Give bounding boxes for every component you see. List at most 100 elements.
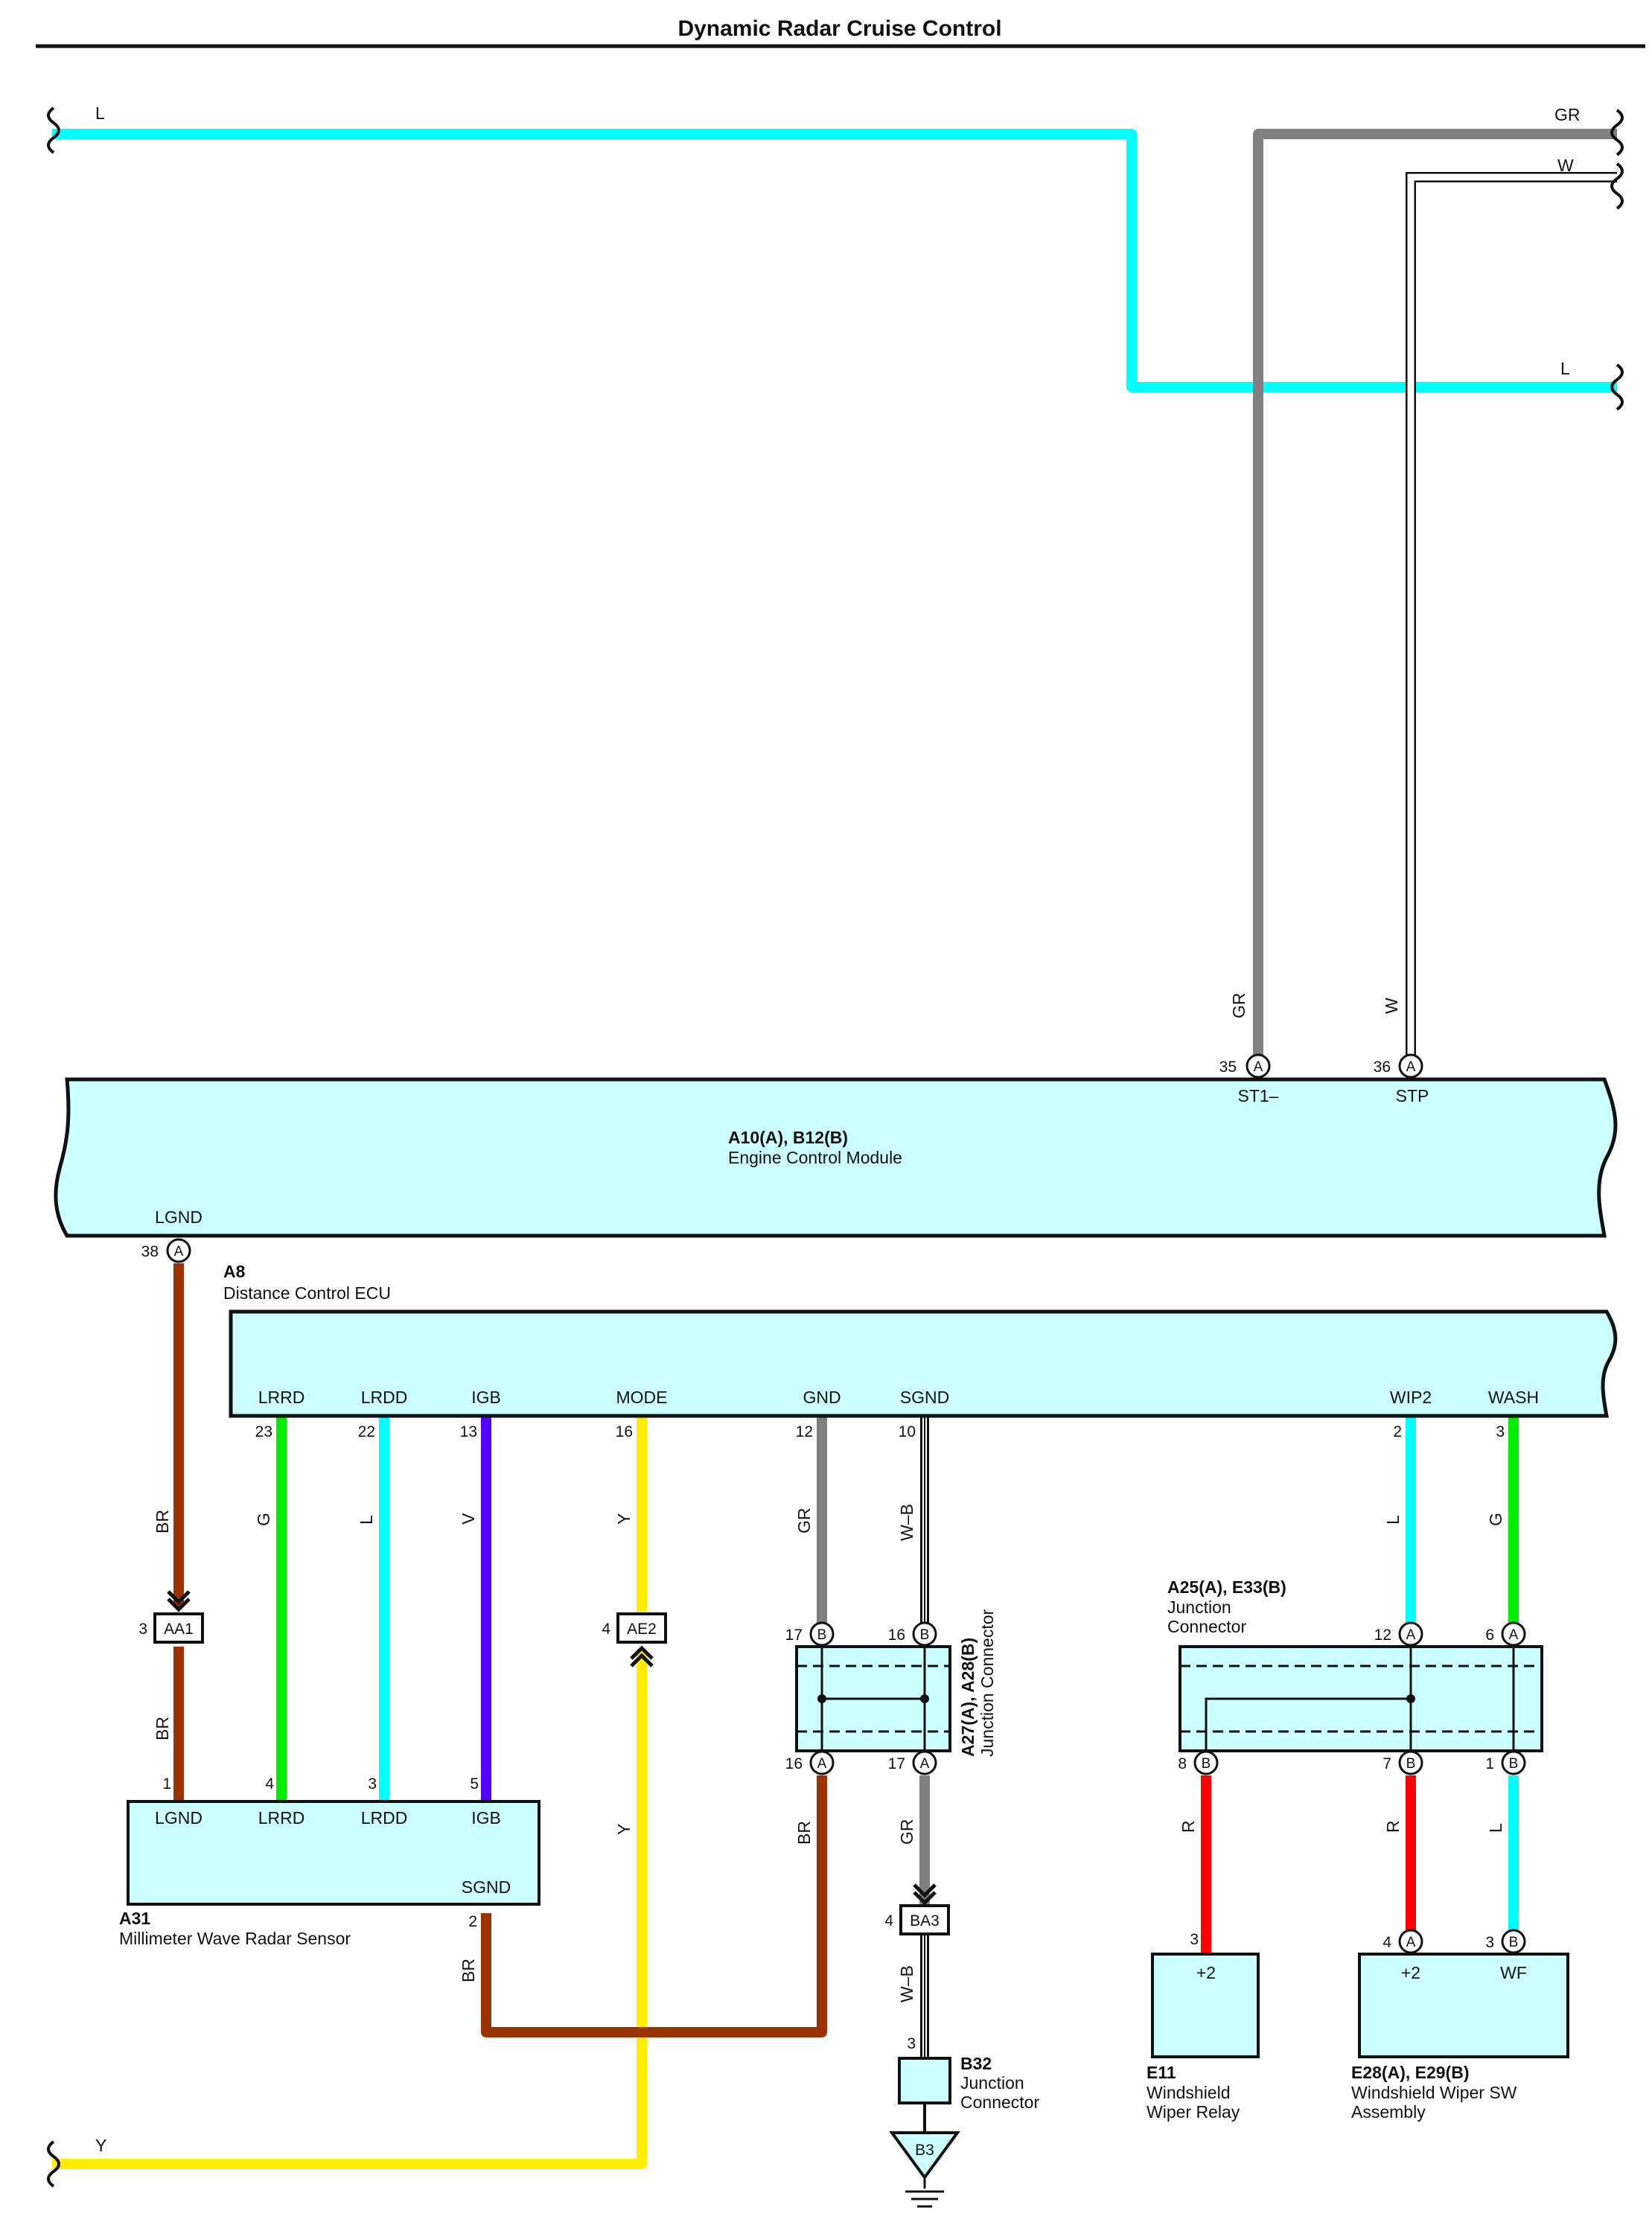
- radar-pin-lrdd: 3 LRDD: [361, 1775, 408, 1828]
- svg-text:35: 35: [1219, 1059, 1237, 1076]
- wire-top-GR: [1253, 129, 1617, 1066]
- svg-text:LRRD: LRRD: [258, 1808, 305, 1828]
- svg-text:3: 3: [368, 1775, 377, 1793]
- svg-text:10: 10: [899, 1423, 916, 1440]
- connector-aa1: AA1 3: [138, 1590, 204, 1644]
- junction-a25-e33: [1179, 1645, 1543, 1752]
- svg-text:3: 3: [138, 1621, 147, 1638]
- svg-text:1: 1: [162, 1775, 171, 1793]
- wiper-switch-box: [1358, 1953, 1569, 2058]
- junction-b32: 3: [898, 2035, 951, 2104]
- jc-a27-code: A27(A), A28(B): [958, 1638, 978, 1757]
- svg-text:4: 4: [265, 1775, 274, 1793]
- svg-text:4: 4: [602, 1621, 610, 1638]
- ecu-box: [229, 1309, 1618, 1418]
- jc-a25-pin-bot-right: B 1: [1485, 1750, 1526, 1775]
- ecm-code: A10(A), B12(B): [728, 1128, 848, 1147]
- wiper-switch-pin-wf: B 3 WF: [1485, 1929, 1527, 1982]
- jc-a27-name: Junction Connector: [978, 1609, 997, 1757]
- jc-a25-pin-top-right: A 6: [1485, 1621, 1526, 1647]
- label-top-right-GR: GR: [1554, 105, 1581, 124]
- svg-text:A: A: [817, 1756, 827, 1772]
- break-left-bottom: [47, 2140, 60, 2188]
- svg-text:1: 1: [1485, 1755, 1494, 1772]
- svg-text:22: 22: [358, 1423, 375, 1440]
- svg-text:MODE: MODE: [616, 1388, 668, 1407]
- radar-sensor-code: A31: [119, 1909, 150, 1928]
- svg-text:23: 23: [255, 1423, 272, 1440]
- jc-a25-pin-bot-left: B 8: [1178, 1750, 1219, 1775]
- wire-jc-br: [481, 1775, 827, 2037]
- svg-text:WASH: WASH: [1488, 1388, 1539, 1407]
- radar-pin-lgnd: 1 LGND: [155, 1775, 202, 1828]
- svg-text:LRDD: LRDD: [361, 1388, 408, 1407]
- label-sgnd-wb: W–B: [897, 1504, 916, 1541]
- svg-text:B: B: [1509, 1756, 1519, 1772]
- ecu-pin-igb: IGB 13: [460, 1388, 501, 1440]
- connector-ba3: BA3 4: [884, 1883, 950, 1935]
- radar-pin-sgnd: SGND 2: [462, 1877, 511, 1930]
- radar-pin-igb: 5 IGB: [470, 1775, 501, 1828]
- svg-text:12: 12: [1374, 1627, 1391, 1644]
- connector-ae2: AE2 4: [602, 1612, 667, 1667]
- label-top-left-L: L: [95, 103, 105, 123]
- ecu-pin-sgnd: SGND 10: [899, 1388, 950, 1440]
- svg-text:AE2: AE2: [627, 1621, 657, 1638]
- wiper-switch-pin-p2: A 4 +2: [1382, 1929, 1423, 1982]
- ecm-name: Engine Control Module: [728, 1148, 902, 1167]
- svg-text:IGB: IGB: [471, 1388, 501, 1407]
- svg-text:3: 3: [1496, 1423, 1505, 1440]
- svg-text:B: B: [1406, 1756, 1416, 1772]
- svg-text:STP: STP: [1396, 1086, 1429, 1105]
- relay-e11-code: E11: [1146, 2063, 1176, 2082]
- relay-e11-name1: Windshield: [1146, 2083, 1231, 2102]
- svg-text:17: 17: [785, 1627, 803, 1644]
- svg-text:4: 4: [884, 1912, 893, 1930]
- svg-text:3: 3: [907, 2035, 916, 2052]
- page-title: Dynamic Radar Cruise Control: [677, 16, 1001, 41]
- break-right-gr: [1610, 109, 1624, 156]
- ecu-code: A8: [223, 1262, 246, 1281]
- label-lrrd-g: G: [254, 1513, 273, 1526]
- svg-text:A: A: [1254, 1059, 1263, 1075]
- svg-text:A: A: [1406, 1935, 1416, 1950]
- svg-text:SGND: SGND: [462, 1877, 511, 1897]
- svg-text:WIP2: WIP2: [1390, 1388, 1432, 1407]
- ecm-box: [54, 1077, 1618, 1238]
- ecu-pin-mode: MODE 16: [616, 1388, 668, 1440]
- ecu-pin-wip2: WIP2 2: [1390, 1388, 1432, 1440]
- jc-a25-name1: Junction: [1167, 1598, 1231, 1617]
- ecu-name: Distance Control ECU: [223, 1283, 391, 1303]
- svg-text:A: A: [174, 1244, 184, 1260]
- svg-text:GND: GND: [803, 1388, 841, 1407]
- label-gnd-gr: GR: [794, 1508, 814, 1534]
- svg-text:5: 5: [470, 1775, 479, 1793]
- jc-a25-pin-top-mid: A 12: [1374, 1621, 1423, 1647]
- label-igb-v: V: [459, 1513, 478, 1525]
- jc-b32-name1: Junction: [960, 2073, 1024, 2093]
- jc-a27-pin-bot-left: A 16: [785, 1750, 835, 1775]
- svg-text:16: 16: [888, 1627, 905, 1644]
- label-right-L: L: [1560, 359, 1570, 378]
- svg-text:38: 38: [141, 1243, 159, 1260]
- label-bottom-left-Y: Y: [95, 2136, 106, 2155]
- label-lrdd-l: L: [357, 1515, 376, 1525]
- label-top-right-W: W: [1557, 156, 1574, 175]
- svg-text:LRDD: LRDD: [361, 1808, 408, 1828]
- label-wip2-l: L: [1383, 1515, 1403, 1525]
- junction-a27-a28: [795, 1645, 951, 1752]
- label-mode-y-upper: Y: [614, 1513, 634, 1525]
- svg-text:B3: B3: [915, 2142, 934, 2159]
- svg-text:36: 36: [1374, 1059, 1391, 1076]
- label-sgnd-br: BR: [459, 1959, 478, 1982]
- ecu-pin-lrdd: LRDD 22: [358, 1388, 408, 1440]
- svg-text:2: 2: [1393, 1423, 1402, 1440]
- jc-b32-name2: Connector: [960, 2093, 1039, 2112]
- svg-text:B: B: [1202, 1756, 1211, 1772]
- ecu-pin-lrrd: LRRD 23: [255, 1388, 305, 1440]
- ground-icon: B3: [889, 2131, 960, 2208]
- wiper-switch-code: E28(A), E29(B): [1351, 2063, 1469, 2082]
- label-jc-br: BR: [794, 1821, 814, 1845]
- svg-text:2: 2: [468, 1913, 477, 1930]
